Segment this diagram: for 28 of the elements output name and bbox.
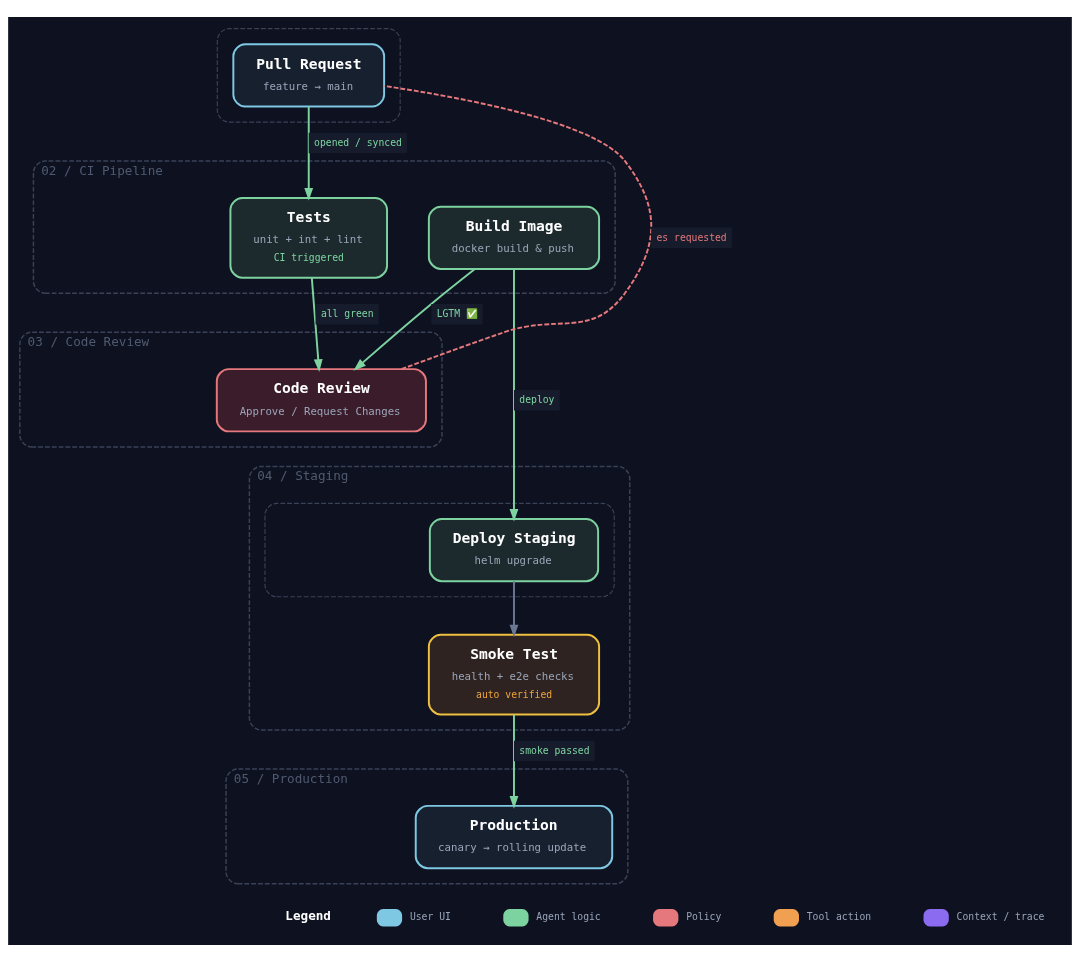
node-box: Build Image docker build & push <box>427 205 601 270</box>
node-box: Deploy Staging helm upgrade <box>428 517 600 582</box>
edge-label: es requested <box>656 231 727 243</box>
node-box: Production canary → rolling update <box>414 804 614 869</box>
legend-label: User UI <box>409 910 451 922</box>
edge-label: opened / synced <box>314 136 402 148</box>
arrow <box>509 579 519 637</box>
legend-label: Agent logic <box>536 910 601 922</box>
edge-label: deploy <box>519 393 555 405</box>
arrow <box>509 267 519 522</box>
legend-label: Policy <box>686 910 722 922</box>
arrow <box>304 105 314 201</box>
legend-label: Context / trace <box>956 910 1045 922</box>
arrow <box>310 276 323 372</box>
edge-label: LGTM ✅ <box>436 307 478 319</box>
node-box: Smoke Test health + e2e checks auto verified <box>427 633 601 715</box>
edge-label: all green <box>320 307 374 319</box>
cluster <box>264 502 615 597</box>
legend-label: Tool action <box>806 910 872 922</box>
node-box: Pull Request feature → main <box>232 42 386 107</box>
edge-label: smoke passed <box>519 744 590 756</box>
arrow <box>353 267 476 371</box>
arrow <box>509 713 519 809</box>
label: Legend <box>285 907 331 923</box>
node-box: Code Review Approve / Request Changes <box>215 367 427 432</box>
node-box: Tests unit + int + lint CI triggered <box>229 196 388 279</box>
cluster <box>216 27 401 123</box>
connector <box>383 84 653 370</box>
